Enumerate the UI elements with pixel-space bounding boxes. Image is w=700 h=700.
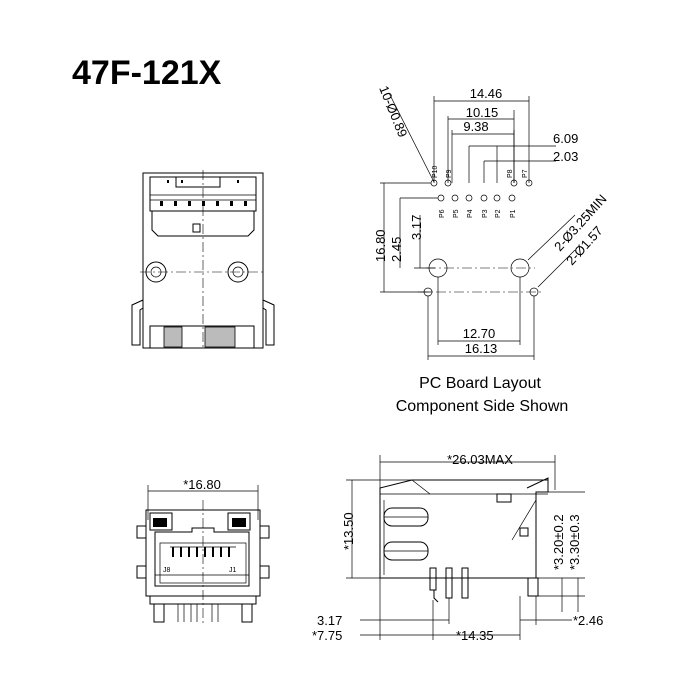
pin-label-p6: P6 xyxy=(439,209,446,218)
side-body xyxy=(379,479,549,579)
dim-7-75: *7.75 xyxy=(312,628,342,643)
part-number-title: 47F-121X xyxy=(72,54,222,92)
dim-3-17: 3.17 xyxy=(409,215,424,240)
side-view: *26.03MAX *13.50 *3.20±0.2 *3. xyxy=(312,452,603,643)
pin-holes xyxy=(430,179,533,202)
pin-label-p10: P10 xyxy=(432,165,439,178)
dim-2-45: 2.45 xyxy=(389,237,404,262)
dim-2-46: *2.46 xyxy=(573,613,603,628)
dim-9-38: 9.38 xyxy=(463,119,488,134)
dim-3-17-side: 3.17 xyxy=(317,613,342,628)
dim-3-20: *3.20±0.2 xyxy=(551,514,566,570)
pin-label-p2: P2 xyxy=(495,209,502,218)
dim-16-13: 16.13 xyxy=(465,341,498,356)
pin-label-p4: P4 xyxy=(467,209,474,218)
right-post xyxy=(227,261,249,283)
dim-6-09: 6.09 xyxy=(553,131,578,146)
dim-14-35: *14.35 xyxy=(456,628,494,643)
dim-14-46: 14.46 xyxy=(470,86,503,101)
caption-line-2: Component Side Shown xyxy=(396,398,569,415)
dim-16-80: 16.80 xyxy=(373,229,388,262)
dim-3-30: *3.30±0.3 xyxy=(567,514,582,570)
pcb-layout: 14.46 10.15 9.38 6.09 2.03 10-Ø0.89 xyxy=(373,84,610,360)
caption-line-1: PC Board Layout xyxy=(419,375,541,392)
dim-12-70: 12.70 xyxy=(463,326,496,341)
dim-length-max: *26.03MAX xyxy=(447,452,513,467)
front-view: *16.80 J8 J1 xyxy=(136,477,270,625)
dim-width-front: *16.80 xyxy=(183,477,221,492)
pin-label-j1: J1 xyxy=(229,567,237,574)
dim-10-15: 10.15 xyxy=(466,105,499,120)
pin-label-p7: P7 xyxy=(522,169,529,178)
pin-label-p9: P9 xyxy=(446,169,453,178)
dim-2-03: 2.03 xyxy=(553,149,578,164)
pin-label-p8: P8 xyxy=(507,169,514,178)
dim-height: *13.50 xyxy=(341,512,356,550)
top-view xyxy=(131,170,275,350)
pin-label-p1: P1 xyxy=(510,209,517,218)
pin-label-p3: P3 xyxy=(482,209,489,218)
callout-small-holes: 10-Ø0.89 xyxy=(376,84,410,140)
left-post xyxy=(145,261,167,283)
pin-label-j8: J8 xyxy=(163,567,171,574)
pin-label-p5: P5 xyxy=(453,209,460,218)
